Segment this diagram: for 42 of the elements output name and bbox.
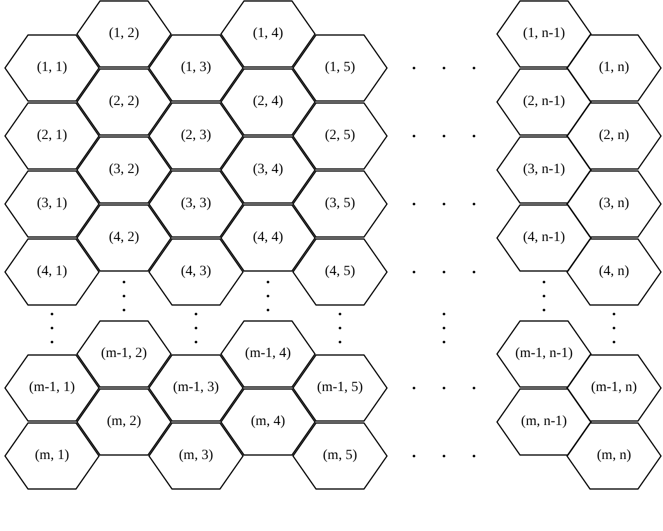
- cell-label: (m-1, 2): [100, 345, 148, 363]
- cell-label: (2, 2): [108, 93, 140, 111]
- cell-label: (4, n-1): [522, 229, 566, 247]
- cell-label: (1, 1): [36, 59, 68, 77]
- cell-label: (1, 5): [324, 59, 356, 77]
- cell-label: (m, 4): [250, 413, 286, 431]
- cell-label: (3, 2): [108, 161, 140, 179]
- cell-label: (4, 1): [36, 263, 68, 281]
- cell-label: (m, 2): [106, 413, 142, 431]
- cell-label: (m-1, 3): [172, 379, 220, 397]
- cell-label: (1, n): [598, 59, 630, 77]
- cell-label: (1, 3): [180, 59, 212, 77]
- cell-label: (m-1, 4): [244, 345, 292, 363]
- cell-label: (2, n): [598, 127, 630, 145]
- cell-label: (1, 2): [108, 25, 140, 43]
- cell-label: (4, 3): [180, 263, 212, 281]
- cell-label: (3, 3): [180, 195, 212, 213]
- cell-label: (2, n-1): [522, 93, 566, 111]
- cell-label: (2, 3): [180, 127, 212, 145]
- cell-label: (4, 2): [108, 229, 140, 247]
- cell-label: (m, 3): [178, 447, 214, 465]
- cell-label: (3, 1): [36, 195, 68, 213]
- cell-label: (4, 4): [252, 229, 284, 247]
- cell-label: (m-1, n): [590, 379, 638, 397]
- cell-label: (4, n): [598, 263, 630, 281]
- cell-label: (m-1, 5): [316, 379, 364, 397]
- cell-label: (m, n): [596, 447, 632, 465]
- cell-label: (2, 1): [36, 127, 68, 145]
- cell-label: (3, n): [598, 195, 630, 213]
- cell-label: (m, n-1): [520, 413, 568, 431]
- cell-label: (1, 4): [252, 25, 284, 43]
- cell-label: (3, 5): [324, 195, 356, 213]
- cell-label: (2, 4): [252, 93, 284, 111]
- cell-label: (1, n-1): [522, 25, 566, 43]
- cell-label: (2, 5): [324, 127, 356, 145]
- cell-label: (3, 4): [252, 161, 284, 179]
- cell-label: (4, 5): [324, 263, 356, 281]
- cell-label: (m, 5): [322, 447, 358, 465]
- cell-label: (m-1, n-1): [514, 345, 574, 363]
- cell-label: (m-1, 1): [28, 379, 76, 397]
- cell-label: (m, 1): [34, 447, 70, 465]
- cell-label: (3, n-1): [522, 161, 566, 179]
